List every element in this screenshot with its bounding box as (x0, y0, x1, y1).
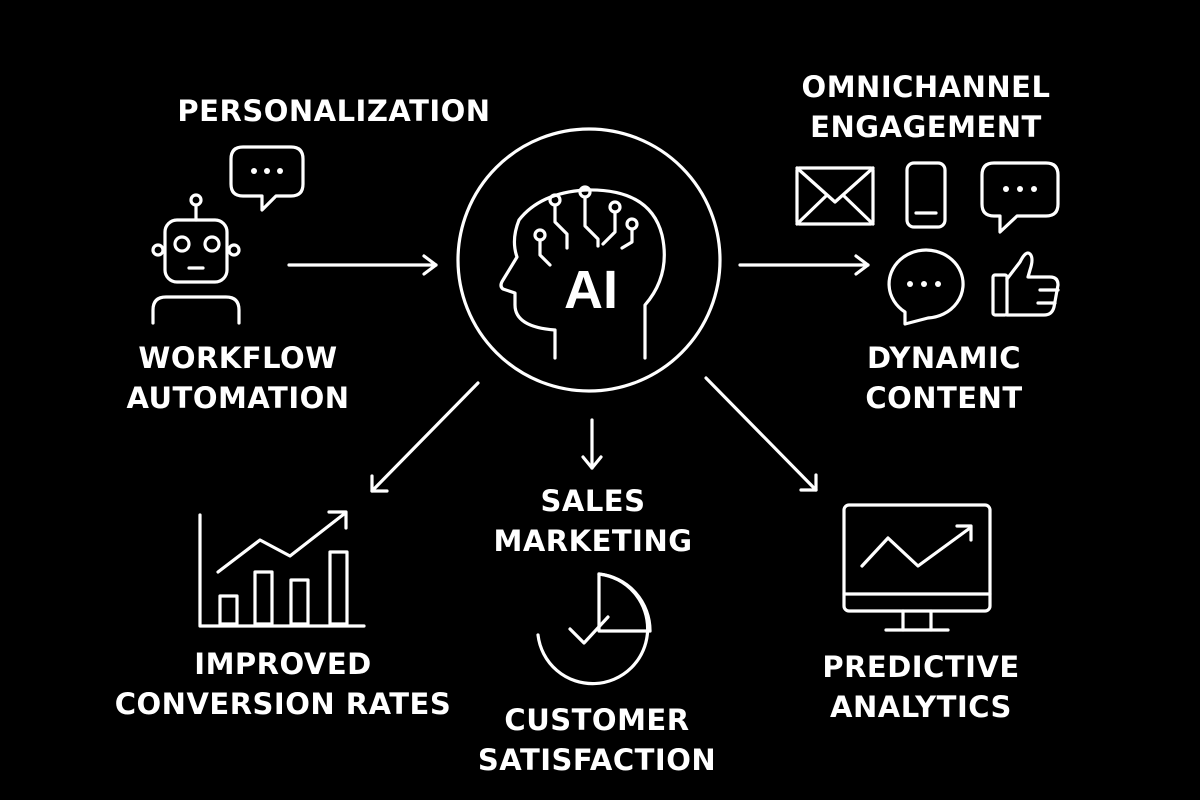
arrow-to-omnichannel (738, 254, 870, 276)
chat-bubble-icon (980, 161, 1060, 234)
smartphone-icon (905, 161, 947, 229)
ai-center-label: AI (564, 260, 618, 320)
label-predictive-analytics: PREDICTIVE ANALYTICS (822, 650, 1020, 724)
label-sales-marketing: SALES MARKETING (493, 484, 693, 558)
round-speech-bubble-icon (887, 248, 965, 326)
robot-icon (151, 193, 241, 325)
arrow-to-center (287, 254, 438, 276)
speech-bubble-icon (229, 145, 305, 212)
clock-check-icon (536, 572, 652, 686)
label-dynamic-content: DYNAMIC CONTENT (865, 341, 1023, 415)
label-personalization: PERSONALIZATION (177, 94, 491, 128)
ai-brain-head-icon: AI (456, 127, 722, 393)
envelope-icon (795, 166, 875, 226)
arrow-to-conversion (370, 381, 480, 493)
growth-bar-chart-icon (198, 510, 366, 628)
arrow-to-predictive (704, 376, 818, 492)
label-omnichannel-engagement: OMNICHANNEL ENGAGEMENT (801, 70, 1051, 144)
analytics-monitor-icon (842, 503, 992, 632)
label-workflow-automation: WORKFLOW AUTOMATION (126, 341, 350, 415)
label-improved-conversion-rates: IMPROVED CONVERSION RATES (114, 647, 452, 721)
arrow-to-sales (581, 418, 603, 470)
label-customer-satisfaction: CUSTOMER SATISFACTION (477, 703, 717, 777)
thumbs-up-icon (991, 251, 1060, 317)
